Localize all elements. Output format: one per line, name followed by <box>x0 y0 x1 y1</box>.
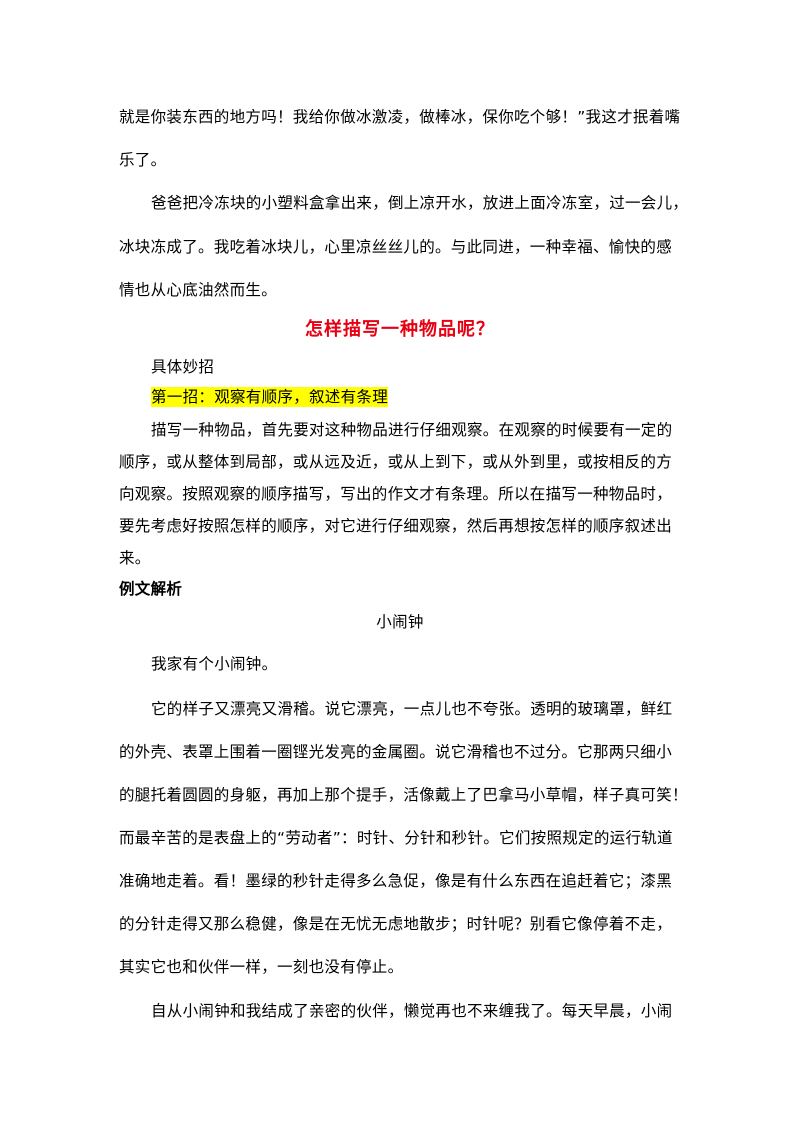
example-line: 准确地走着。看！墨绿的秒针走得多么急促，像是有什么东西在追赶着它；漆黑 <box>119 872 673 890</box>
example-line: 的外壳、表罩上围着一圈铿光发亮的金属圈。说它滑稽也不过分。它那两只细小 <box>119 743 673 761</box>
highlighted-tip: 第一招：观察有顺序，叙述有条理 <box>151 387 689 407</box>
example-line: 它的样子又漂亮又滑稽。说它漂亮，一点儿也不夸张。透明的玻璃罩，鲜红 <box>151 700 673 718</box>
tip-one-highlight: 第一招：观察有顺序，叙述有条理 <box>151 387 389 407</box>
tip-line: 来。 <box>119 549 151 567</box>
example-line: 的分针走得又那么稳健，像是在无忧无虑地散步；时针呢？别看它像停着不走， <box>119 915 673 933</box>
paragraph-line: 就是你装东西的地方吗！我给你做冰激凌，做棒冰，保你吃个够！”我这才抿着嘴 <box>119 108 681 126</box>
example-line: 而最辛苦的是表盘上的“劳动者”：时针、分针和秒针。它们按照规定的运行轨道 <box>119 829 673 847</box>
paragraph-line: 乐了。 <box>119 151 167 169</box>
section-title: 怎样描写一种物品呢？ <box>305 319 495 340</box>
tip-line: 描写一种物品，首先要对这种物品进行仔细观察。在观察的时候要有一定的 <box>151 421 673 439</box>
paragraph-line: 冰块冻成了。我吃着冰块儿，心里凉丝丝儿的。与此同进，一种幸福、愉快的感 <box>119 238 673 256</box>
example-label: 例文解析 <box>119 580 183 598</box>
subheading: 具体妙招 <box>151 358 215 376</box>
tip-line: 顺序，或从整体到局部，或从远及近，或从上到下，或从外到里，或按相反的方 <box>119 453 673 471</box>
example-line: 的腿托着圆圆的身躯，再加上那个提手，活像戴上了巴拿马小草帽，样子真可笑！ <box>119 786 688 804</box>
example-line: 其实它也和伙伴一样，一刻也没有停止。 <box>119 958 404 976</box>
paragraph-line: 爸爸把冷冻块的小塑料盒拿出来，倒上凉开水，放进上面冷冻室，过一会儿， <box>151 194 689 212</box>
example-line: 我家有个小闹钟。 <box>151 655 278 673</box>
tip-line: 要先考虑好按照怎样的顺序，对它进行仔细观察，然后再想按怎样的顺序叙述出 <box>119 517 673 535</box>
tip-line: 向观察。按照观察的顺序描写，写出的作文才有条理。所以在描写一种物品时， <box>119 485 673 503</box>
paragraph-line: 情也从心底油然而生。 <box>119 281 278 299</box>
example-title: 小闹钟 <box>376 613 424 631</box>
example-line: 自从小闹钟和我结成了亲密的伙伴，懒觉再也不来缠我了。每天早晨，小闹 <box>151 1002 673 1020</box>
